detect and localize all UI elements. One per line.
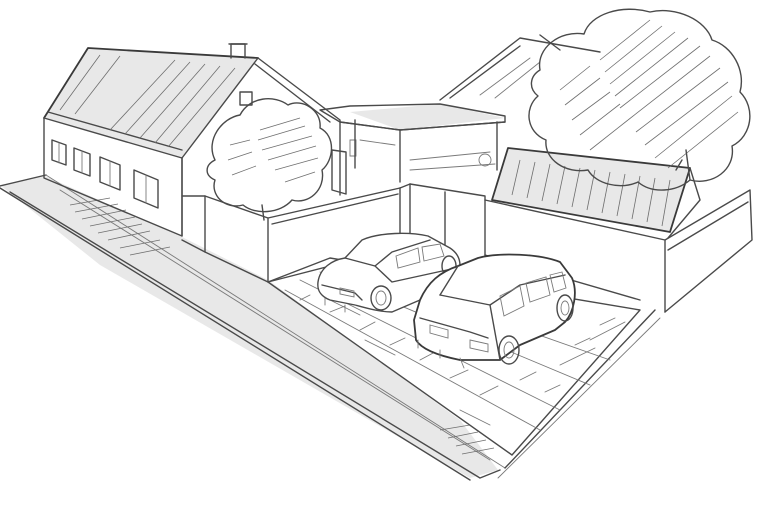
suv-car (413, 253, 576, 369)
pavement (0, 174, 661, 481)
background-building (439, 34, 601, 101)
large-tree (528, 8, 751, 191)
garden-tree (206, 98, 333, 221)
garage (491, 147, 701, 239)
carport (319, 103, 506, 183)
main-house (43, 43, 357, 237)
chimney (228, 43, 248, 59)
house-windows (51, 139, 159, 209)
